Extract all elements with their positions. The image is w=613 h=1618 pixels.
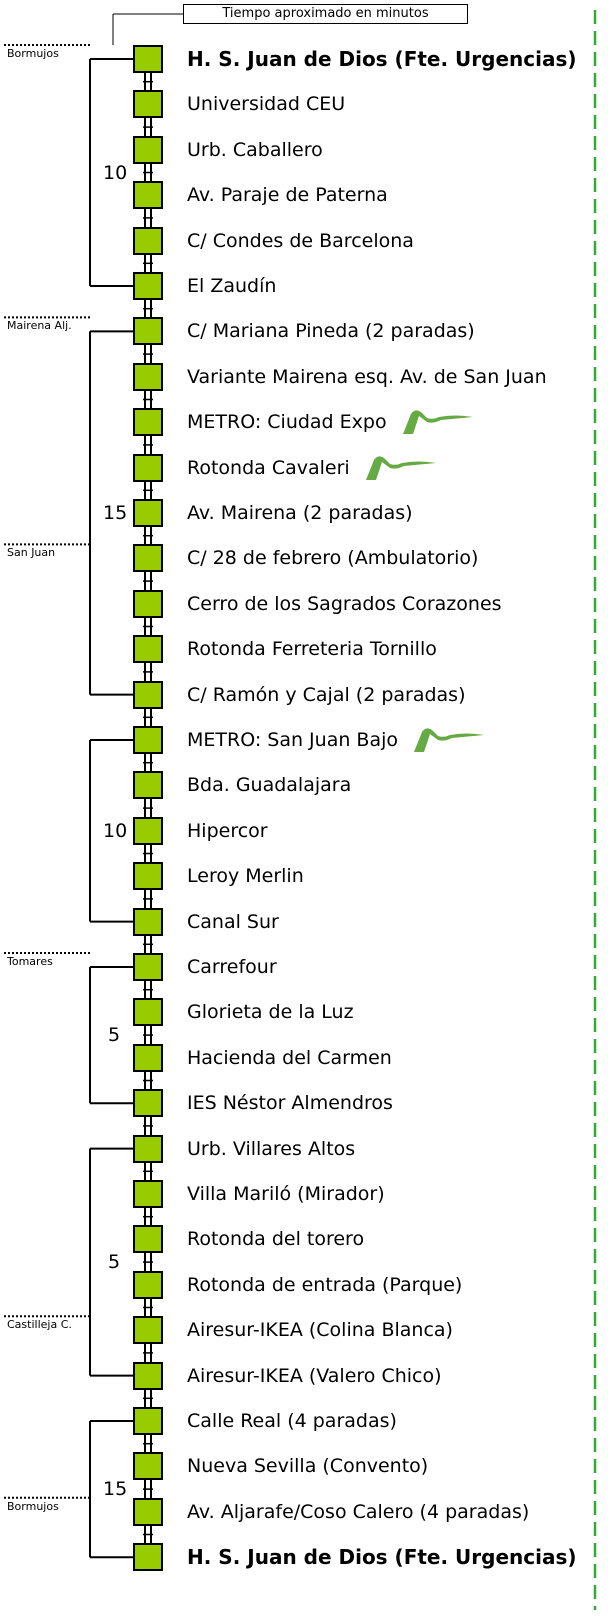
municipality-label: Bormujos: [7, 1499, 59, 1513]
stop-marker: [133, 862, 163, 891]
stop-name: METRO: San Juan Bajo: [187, 729, 399, 751]
stop-marker: [133, 181, 163, 210]
segment-time-label: 5: [108, 1024, 121, 1047]
stop-name: C/ Ramón y Cajal (2 paradas): [187, 683, 466, 706]
segment-time-label: 5: [108, 1251, 121, 1274]
stop-marker: [133, 907, 163, 936]
municipality-label: Castilleja C.: [7, 1318, 72, 1332]
stop-marker: [133, 589, 163, 618]
stop-marker: [133, 1452, 163, 1481]
stop-name: H. S. Juan de Dios (Fte. Urgencias): [187, 1545, 577, 1570]
stop-name: Cerro de los Sagrados Corazones: [187, 592, 502, 615]
metro-icon: [365, 455, 436, 480]
stop-name: Variante Mairena esq. Av. de San Juan: [187, 365, 547, 388]
stop-marker: [133, 998, 163, 1027]
municipality-label: Bormujos: [7, 47, 59, 60]
stop-marker: [133, 1407, 163, 1435]
stop-marker: [133, 680, 163, 709]
stop-marker: [133, 408, 163, 437]
stop-name: Urb. Villares Altos: [187, 1137, 356, 1160]
stop-name: Av. Aljarafe/Coso Calero (4 paradas): [187, 1500, 530, 1523]
stop-marker: [133, 1361, 163, 1390]
stop-name: Rotonda Ferreteria Tornillo: [187, 638, 437, 661]
stop-name: IES Néstor Almendros: [187, 1092, 393, 1115]
stop-marker: [133, 1134, 163, 1163]
stop-marker: [133, 1043, 163, 1072]
stop-name: Airesur-IKEA (Valero Chico): [187, 1364, 442, 1387]
stop-name: Rotonda del torero: [187, 1228, 365, 1251]
stop-marker: [133, 90, 163, 119]
stop-marker: [133, 1497, 163, 1526]
stop-marker: [133, 135, 163, 164]
stop-name: Calle Real (4 paradas): [187, 1410, 397, 1432]
stop-name: El Zaudín: [187, 275, 277, 297]
stop-name: Nueva Sevilla (Convento): [187, 1455, 429, 1478]
stop-name: Airesur-IKEA (Colina Blanca): [187, 1319, 453, 1342]
stop-name: Leroy Merlin: [187, 865, 304, 888]
stop-name: Bda. Guadalajara: [187, 774, 352, 797]
metro-icon: [414, 728, 485, 752]
stop-marker: [133, 771, 163, 800]
stop-marker: [133, 1270, 163, 1299]
stop-marker: [133, 362, 163, 391]
stop-name: Hipercor: [187, 819, 268, 842]
stop-name: Villa Mariló (Mirador): [187, 1183, 385, 1205]
stop-name: METRO: Ciudad Expo: [187, 411, 387, 434]
stop-marker: [133, 544, 163, 573]
stop-name: Rotonda Cavaleri: [187, 456, 350, 479]
stop-name: H. S. Juan de Dios (Fte. Urgencias): [187, 47, 577, 71]
stop-marker: [133, 45, 163, 73]
stop-name: Glorieta de la Luz: [187, 1001, 354, 1024]
stop-marker: [133, 1180, 163, 1208]
time-legend: Tiempo aproximado en minutos: [183, 4, 468, 24]
metro-icon: [402, 410, 473, 435]
stop-name: Av. Mairena (2 paradas): [187, 502, 413, 524]
stop-name: Universidad CEU: [187, 93, 346, 116]
segment-time-label: 10: [103, 161, 128, 184]
stop-marker: [133, 726, 163, 754]
stop-name: C/ Condes de Barcelona: [187, 229, 414, 252]
stop-marker: [133, 1543, 163, 1572]
stop-name: C/ 28 de febrero (Ambulatorio): [187, 547, 479, 570]
stop-marker: [133, 1225, 163, 1254]
stop-name: Hacienda del Carmen: [187, 1046, 392, 1069]
stop-name: Urb. Caballero: [187, 138, 323, 161]
stop-name: Av. Paraje de Paterna: [187, 184, 388, 207]
stop-name: Canal Sur: [187, 910, 279, 933]
stop-name: Rotonda de entrada (Parque): [187, 1273, 463, 1296]
municipality-label: Tomares: [7, 955, 53, 968]
stop-marker: [133, 1316, 163, 1345]
segment-time-label: 15: [103, 1478, 128, 1501]
stop-marker: [133, 226, 163, 255]
stop-marker: [133, 272, 163, 300]
stop-marker: [133, 499, 163, 527]
segment-time-label: 10: [103, 819, 128, 842]
stop-name: Carrefour: [187, 956, 277, 978]
municipality-label: San Juan: [7, 546, 56, 560]
stop-marker: [133, 317, 163, 346]
stop-marker: [133, 635, 163, 664]
stop-name: C/ Mariana Pineda (2 paradas): [187, 320, 475, 343]
stop-marker: [133, 953, 163, 981]
segment-time-label: 15: [103, 502, 128, 524]
stop-marker: [133, 1089, 163, 1118]
municipality-label: Mairena Alj.: [7, 319, 72, 333]
stop-marker: [133, 453, 163, 482]
stop-marker: [133, 816, 163, 845]
